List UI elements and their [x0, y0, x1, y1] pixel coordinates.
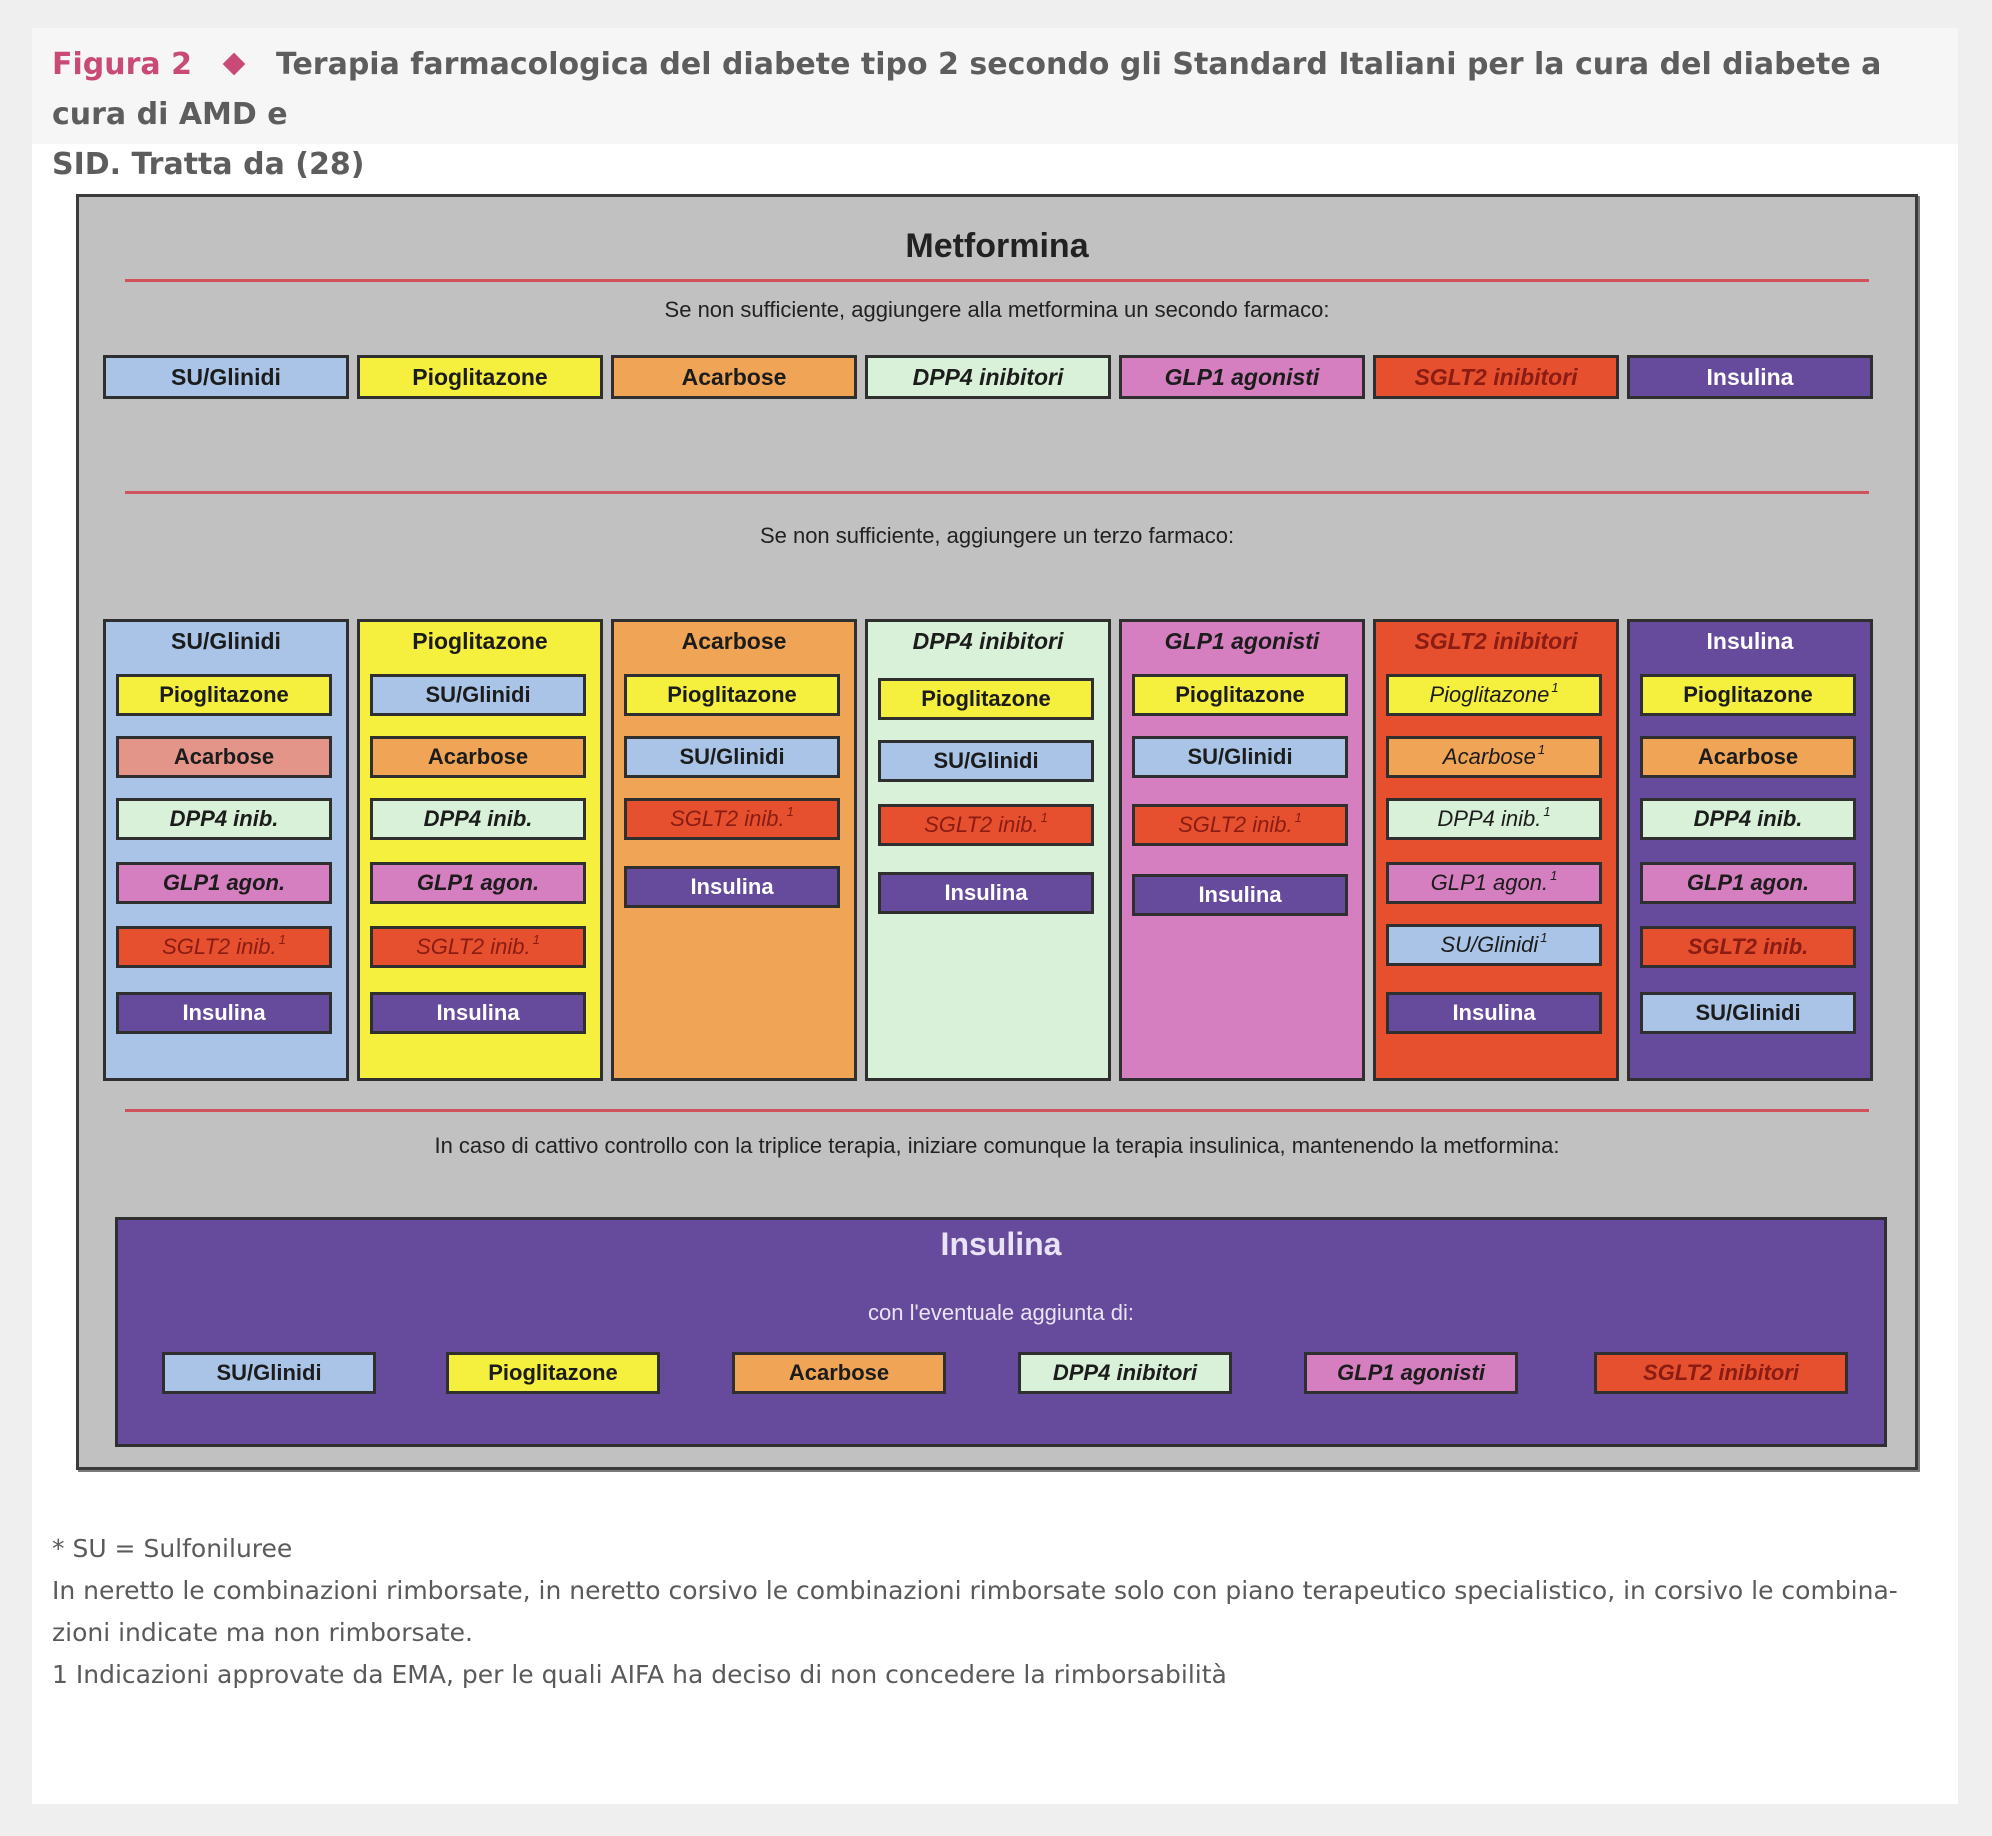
third-drug-su-glinidi: SU/Glinidi	[370, 674, 586, 716]
column-header: Insulina	[1706, 628, 1794, 654]
note-legend-1: In neretto le combinazioni rimborsate, i…	[52, 1576, 1898, 1605]
third-drug-pioglitazone: Pioglitazone	[1132, 674, 1348, 716]
third-drug-glp1: GLP1 agon.	[370, 862, 586, 904]
footnote-mark: 1	[786, 803, 794, 819]
third-drug-su-glinidi: SU/Glinidi	[1132, 736, 1348, 778]
third-drug-pioglitazone: Pioglitazone	[624, 674, 840, 716]
second-drug-glp1: GLP1 agonisti	[1119, 355, 1365, 399]
instruction-second-drug: Se non sufficiente, aggiungere alla metf…	[664, 297, 1330, 322]
third-drug-insulina: Insulina	[878, 872, 1094, 914]
footnote-mark: 1	[1040, 809, 1048, 825]
footnote-mark: 1	[1550, 867, 1558, 883]
third-drug-sglt2: SGLT2 inib.1	[116, 926, 332, 968]
caption-text: Terapia farmacologica del diabete tipo 2…	[52, 47, 1882, 132]
column-header: GLP1 agonisti	[1164, 628, 1320, 654]
second-drug-su-glinidi: SU/Glinidi	[103, 355, 349, 399]
insulin-addon-pioglitazone: Pioglitazone	[446, 1352, 660, 1394]
second-drug-sglt2: SGLT2 inibitori	[1373, 355, 1619, 399]
third-drug-acarbose: Acarbose	[1640, 736, 1856, 778]
third-drug-acarbose: Acarbose	[116, 736, 332, 778]
third-column-glp1: GLP1 agonisti Pioglitazone SU/Glinidi SG…	[1119, 619, 1365, 1081]
footnote-mark: 1	[1540, 929, 1548, 945]
insulin-addon-acarbose: Acarbose	[732, 1352, 946, 1394]
column-header: Pioglitazone	[412, 628, 548, 654]
third-drug-insulina: Insulina	[1386, 992, 1602, 1034]
caption-line-2: SID. Tratta da (28)	[52, 147, 365, 182]
third-column-pioglitazone: Pioglitazone SU/Glinidi Acarbose DPP4 in…	[357, 619, 603, 1081]
column-header: SU/Glinidi	[171, 628, 281, 654]
third-column-insulina: Insulina Pioglitazone Acarbose DPP4 inib…	[1627, 619, 1873, 1081]
third-drug-insulina: Insulina	[1132, 874, 1348, 916]
insulin-panel: Insulina con l'eventuale aggiunta di: SU…	[115, 1217, 1887, 1447]
third-drug-su-glinidi: SU/Glinidi	[624, 736, 840, 778]
footnote-mark: 1	[1551, 679, 1559, 695]
third-column-su-glinidi: SU/Glinidi Pioglitazone Acarbose DPP4 in…	[103, 619, 349, 1081]
third-drug-su-glinidi: SU/Glinidi	[1640, 992, 1856, 1034]
third-column-dpp4: DPP4 inibitori Pioglitazone SU/Glinidi S…	[865, 619, 1111, 1081]
third-drug-insulina: Insulina	[624, 866, 840, 908]
third-drug-glp1: GLP1 agon.	[116, 862, 332, 904]
third-drug-dpp4: DPP4 inib.	[1640, 798, 1856, 840]
insulin-panel-subtitle: con l'eventuale aggiunta di:	[868, 1300, 1134, 1325]
insulin-addon-glp1: GLP1 agonisti	[1304, 1352, 1518, 1394]
therapy-diagram: Metformina Se non sufficiente, aggiunger…	[76, 194, 1918, 1470]
second-drug-dpp4: DPP4 inibitori	[865, 355, 1111, 399]
divider-line	[125, 491, 1869, 494]
footnote-mark: 1	[1294, 809, 1302, 825]
diagram-title: Metformina	[905, 227, 1089, 265]
instruction-insulin: In caso di cattivo controllo con la trip…	[434, 1133, 1560, 1158]
footnote-mark: 1	[532, 931, 540, 947]
divider-line	[125, 279, 1869, 282]
third-drug-acarbose: Acarbose	[370, 736, 586, 778]
second-drug-insulina: Insulina	[1627, 355, 1873, 399]
figure-notes: * SU = Sulfoniluree In neretto le combin…	[52, 1528, 1942, 1696]
third-drug-insulina: Insulina	[116, 992, 332, 1034]
third-drug-pioglitazone: Pioglitazone	[1640, 674, 1856, 716]
third-drug-pioglitazone: Pioglitazone	[116, 674, 332, 716]
insulin-addon-sglt2: SGLT2 inibitori	[1594, 1352, 1848, 1394]
third-drug-glp1: GLP1 agon.	[1640, 862, 1856, 904]
third-drug-sglt2: SGLT2 inib.1	[1132, 804, 1348, 846]
third-drug-insulina: Insulina	[370, 992, 586, 1034]
second-drug-pioglitazone: Pioglitazone	[357, 355, 603, 399]
third-drug-pioglitazone: Pioglitazone	[878, 678, 1094, 720]
diamond-icon	[222, 52, 246, 75]
footnote-mark: 1	[1537, 741, 1546, 757]
instruction-third-drug: Se non sufficiente, aggiungere un terzo …	[759, 523, 1235, 548]
third-drug-dpp4: DPP4 inib.	[116, 798, 332, 840]
third-drug-glp1: GLP1 agon.1	[1386, 862, 1602, 904]
column-header: SGLT2 inibitori	[1414, 628, 1578, 654]
second-drug-acarbose: Acarbose	[611, 355, 857, 399]
note-legend-2: zioni indicate ma non rimborsate.	[52, 1618, 473, 1647]
footnote-mark: 1	[1543, 803, 1551, 819]
insulin-panel-title: Insulina	[940, 1226, 1062, 1262]
insulin-addon-dpp4: DPP4 inibitori	[1018, 1352, 1232, 1394]
third-drug-sglt2: SGLT2 inib.	[1640, 926, 1856, 968]
figure-label: Figura 2	[52, 47, 192, 82]
column-header: Acarbose	[681, 628, 787, 654]
note-footnote-1: 1 Indicazioni approvate da EMA, per le q…	[52, 1660, 1227, 1689]
third-drug-dpp4: DPP4 inib.1	[1386, 798, 1602, 840]
third-column-acarbose: Acarbose Pioglitazone SU/Glinidi SGLT2 i…	[611, 619, 857, 1081]
third-drug-sglt2: SGLT2 inib.1	[878, 804, 1094, 846]
divider-line	[125, 1109, 1869, 1112]
third-drug-dpp4: DPP4 inib.	[370, 798, 586, 840]
third-drug-su-glinidi: SU/Glinidi	[878, 740, 1094, 782]
footnote-mark: 1	[278, 931, 286, 947]
column-header: DPP4 inibitori	[912, 628, 1064, 654]
third-drug-sglt2: SGLT2 inib.1	[370, 926, 586, 968]
insulin-addon-su-glinidi: SU/Glinidi	[162, 1352, 376, 1394]
third-drug-sglt2: SGLT2 inib.1	[624, 798, 840, 840]
note-su: * SU = Sulfoniluree	[52, 1534, 293, 1563]
